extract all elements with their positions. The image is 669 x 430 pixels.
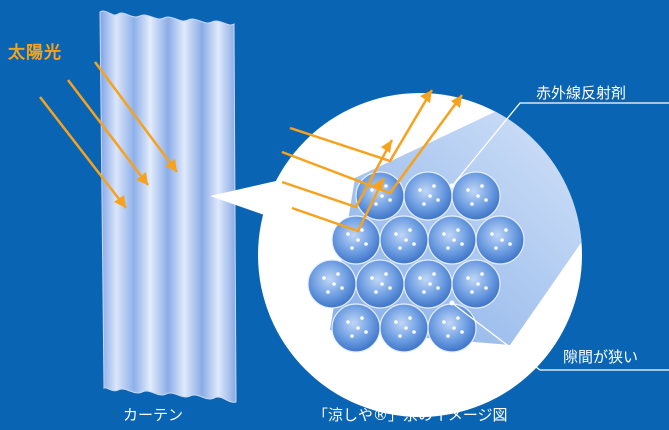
reflector-particle — [508, 242, 512, 246]
reflector-particle — [422, 290, 426, 294]
reflector-particle — [360, 316, 364, 320]
reflector-particle — [394, 232, 398, 236]
fiber-cross-section — [379, 303, 429, 353]
reflector-particle — [418, 188, 422, 192]
reflector-particle — [360, 228, 364, 232]
reflector-particle — [388, 286, 392, 290]
sunlight-arrows — [39, 61, 179, 209]
reflector-particle — [484, 198, 488, 202]
yarn-bundle — [307, 100, 582, 353]
reflector-particle — [428, 194, 432, 198]
reflector-particle — [452, 326, 456, 330]
infrared-reflector-label: 赤外線反射剤 — [536, 84, 627, 102]
reflector-particle — [476, 194, 480, 198]
fiber-cross-section — [451, 259, 501, 309]
reflector-particle — [370, 276, 374, 280]
reflector-particle — [346, 232, 350, 236]
reflector-particle — [460, 242, 464, 246]
reflector-particle — [412, 330, 416, 334]
curtain — [99, 10, 237, 403]
reflector-particle — [456, 228, 460, 232]
reflector-particle — [466, 188, 470, 192]
reflector-particle — [346, 320, 350, 324]
reflector-particle — [404, 238, 408, 242]
reflector-particle — [374, 290, 378, 294]
reflector-particle — [466, 276, 470, 280]
reflector-particle — [370, 188, 374, 192]
reflector-particle — [340, 286, 344, 290]
reflector-particle — [442, 232, 446, 236]
reflector-particle — [436, 198, 440, 202]
fiber-cross-section — [427, 303, 477, 353]
reflector-particle — [326, 290, 330, 294]
fiber-cross-section — [355, 259, 405, 309]
fiber-cross-section — [475, 215, 525, 265]
reflector-particle — [490, 232, 494, 236]
fiber-cross-section — [403, 171, 453, 221]
fiber-cross-section — [331, 303, 381, 353]
reflector-particle — [384, 272, 388, 276]
reflector-particle — [460, 330, 464, 334]
reflector-particle — [436, 286, 440, 290]
fiber-cross-section — [379, 215, 429, 265]
fiber-cross-section — [427, 215, 477, 265]
reflector-particle — [336, 272, 340, 276]
reflector-particle — [470, 290, 474, 294]
reflected-arrows — [281, 89, 464, 233]
gap-marker — [449, 300, 455, 306]
reflector-particle — [422, 202, 426, 206]
reflector-particle — [404, 326, 408, 330]
reflector-particle — [418, 276, 422, 280]
fiber-cross-section — [403, 259, 453, 309]
reflector-particle — [432, 184, 436, 188]
reflector-particle — [356, 238, 360, 242]
sunlight-label: 太陽光 — [8, 43, 62, 63]
reflector-particle — [398, 334, 402, 338]
reflector-particle — [384, 184, 388, 188]
reflector-particle — [494, 246, 498, 250]
reflector-particle — [452, 238, 456, 242]
narrow-gap-label: 隙間が狭い — [563, 348, 639, 366]
reflector-particle — [394, 320, 398, 324]
reflector-particle — [500, 238, 504, 242]
reflector-particle — [446, 334, 450, 338]
callout-lines — [451, 102, 669, 371]
reflector-particle — [476, 282, 480, 286]
reflector-particle — [364, 242, 368, 246]
reflector-particle — [364, 330, 368, 334]
reflector-particle — [380, 194, 384, 198]
reflector-particle — [350, 334, 354, 338]
reflector-particle — [408, 228, 412, 232]
reflector-particle — [388, 198, 392, 202]
reflector-particle — [322, 276, 326, 280]
reflector-particle — [432, 272, 436, 276]
reflector-particle — [332, 282, 336, 286]
reflector-particle — [470, 202, 474, 206]
fiber-cross-section — [451, 171, 501, 221]
reflector-particle — [456, 316, 460, 320]
curtain-caption: カーテン — [123, 406, 184, 424]
reflector-particle — [356, 326, 360, 330]
reflector-particle — [380, 282, 384, 286]
reflector-particle — [504, 228, 508, 232]
reflector-marker — [449, 183, 455, 189]
reflector-particle — [484, 286, 488, 290]
reflector-particle — [428, 282, 432, 286]
reflector-particle — [374, 202, 378, 206]
reflector-particle — [412, 242, 416, 246]
fiber-cross-section — [307, 259, 357, 309]
reflector-particle — [480, 184, 484, 188]
reflector-particle — [350, 246, 354, 250]
reflector-particle — [442, 320, 446, 324]
reflector-particle — [480, 272, 484, 276]
yarn-image-caption: 「涼しや®」糸のイメージ図 — [313, 406, 508, 424]
reflector-particle — [398, 246, 402, 250]
reflector-particle — [446, 246, 450, 250]
reflector-particle — [408, 316, 412, 320]
